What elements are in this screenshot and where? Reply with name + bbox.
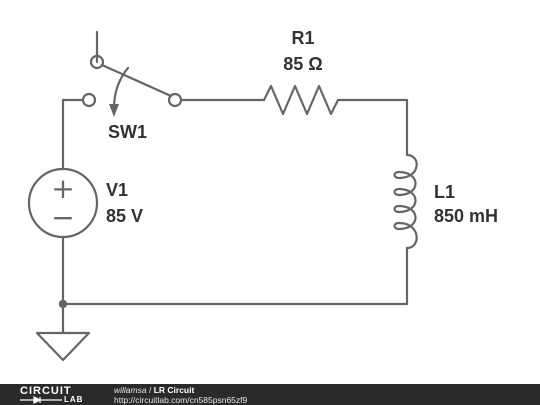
circuit-url[interactable]: http://circuitlab.com/cn585psn65zf9 [114,395,248,405]
circuit-info: willamsa / LR Circuit [114,385,194,395]
switch-left-terminal [81,92,97,108]
wire-inductor-to-bottom [61,246,409,306]
source-circle [27,167,99,239]
logo-text-circuit: CIRCUIT [20,385,72,397]
inductor-value-label: 850 mH [434,206,498,226]
inductor-l1[interactable] [393,153,418,250]
wire-resistor-to-right [342,98,409,157]
logo-text-lab: LAB [64,395,84,404]
switch-sw1[interactable] [81,30,183,117]
author-link[interactable]: willamsa [114,385,147,395]
circuit-diagram: SW1 R1 85 Ω + − V1 85 V L1 850 mH [27,28,498,362]
source-minus-sign: − [51,201,74,234]
switch-blade [100,63,173,98]
info-separator: / [146,385,154,395]
inductor-name-label: L1 [434,182,455,202]
circuit-title: LR Circuit [153,385,195,395]
source-name-label: V1 [106,180,128,200]
resistor-r1[interactable] [262,84,346,116]
resistor-name-label: R1 [291,28,314,48]
wires [58,98,409,335]
logo-symbol-icon [20,396,62,404]
ground-symbol [35,331,91,362]
resistor-value-label: 85 Ω [283,54,322,74]
switch-arrow-head [109,104,119,117]
switch-label: SW1 [108,122,147,142]
switch-right-terminal [167,92,183,108]
voltage-source-v1[interactable] [27,167,99,239]
circuitlab-logo[interactable]: CIRCUIT LAB [20,385,92,405]
junction-node [58,299,68,309]
source-plus-sign: + [51,172,74,205]
footer-bar: CIRCUIT LAB willamsa / LR Circuit http:/… [0,384,540,405]
source-value-label: 85 V [106,206,143,226]
